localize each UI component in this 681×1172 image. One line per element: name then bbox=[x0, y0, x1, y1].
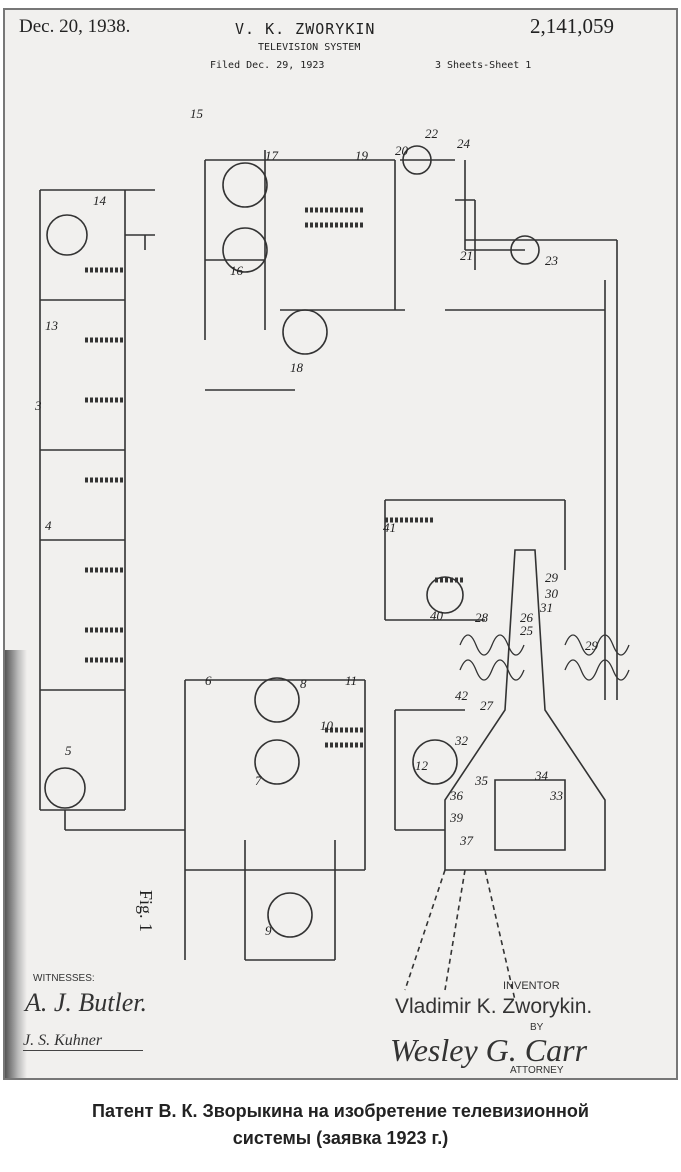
reference-numeral: 41 bbox=[383, 520, 396, 535]
wiring bbox=[39, 150, 618, 1001]
by-label: BY bbox=[530, 1022, 544, 1033]
filed-date: Filed Dec. 29, 1923 bbox=[210, 60, 325, 71]
witnesses-label: WITNESSES: bbox=[33, 973, 95, 984]
reference-numeral: 30 bbox=[544, 586, 559, 601]
vacuum-tubes bbox=[44, 145, 540, 938]
patent-number: 2,141,059 bbox=[530, 14, 614, 38]
reference-numeral: 33 bbox=[549, 788, 564, 803]
patent-inventor: V. K. ZWORYKIN bbox=[235, 20, 376, 38]
reference-numeral: 13 bbox=[45, 318, 59, 333]
reference-numeral: 32 bbox=[454, 733, 469, 748]
reference-numeral: 9 bbox=[265, 923, 272, 938]
figure-caption: Патент В. К. Зворыкина на изобретение те… bbox=[0, 1098, 681, 1152]
patent-title: TELEVISION SYSTEM bbox=[258, 42, 361, 53]
caption-line-1: Патент В. К. Зворыкина на изобретение те… bbox=[92, 1101, 589, 1121]
patent-scan: Dec. 20, 1938. V. K. ZWORYKIN 2,141,059 … bbox=[3, 8, 678, 1080]
reference-numeral: 29 bbox=[545, 570, 559, 585]
reference-numeral: 35 bbox=[474, 773, 489, 788]
reference-numeral: 37 bbox=[459, 833, 474, 848]
witness-2-signature: J. S. Kuhner bbox=[23, 1032, 143, 1051]
reference-numeral: 29 bbox=[585, 638, 599, 653]
reference-numeral: 39 bbox=[449, 810, 464, 825]
reference-numeral: 10 bbox=[320, 718, 334, 733]
caption-line-2: системы (заявка 1923 г.) bbox=[232, 1128, 449, 1148]
reference-numeral: 34 bbox=[534, 768, 549, 783]
inventor-name: Vladimir K. Zworykin. bbox=[395, 995, 593, 1018]
reference-numeral: 24 bbox=[457, 136, 471, 151]
reference-numeral: 22 bbox=[425, 126, 439, 141]
reference-numeral: 17 bbox=[265, 148, 279, 163]
reference-numeral: 12 bbox=[415, 758, 429, 773]
reference-numeral: 42 bbox=[455, 688, 469, 703]
reference-numeral: 28 bbox=[475, 610, 489, 625]
reference-numeral: 23 bbox=[545, 253, 559, 268]
reference-numeral: 19 bbox=[355, 148, 369, 163]
reference-numeral: 3 bbox=[34, 398, 42, 413]
sheet-number: 3 Sheets-Sheet 1 bbox=[435, 60, 532, 71]
reference-numeral: 26 bbox=[520, 610, 534, 625]
inventor-label: INVENTOR bbox=[503, 980, 560, 992]
reference-numeral: 7 bbox=[255, 773, 262, 788]
reference-numeral: 16 bbox=[230, 263, 244, 278]
reference-numeral: 11 bbox=[345, 673, 357, 688]
reference-numeral: 36 bbox=[449, 788, 464, 803]
reference-numeral: 40 bbox=[430, 608, 444, 623]
witness-1-signature: A. J. Butler. bbox=[25, 988, 148, 1017]
attorney-signature: Wesley G. Carr bbox=[390, 1032, 588, 1068]
coils bbox=[85, 207, 630, 748]
patent-date: Dec. 20, 1938. bbox=[19, 16, 131, 37]
reference-numeral: 4 bbox=[45, 518, 52, 533]
reference-numeral: 20 bbox=[395, 143, 409, 158]
reference-numeral: 14 bbox=[93, 193, 107, 208]
reference-numeral: 18 bbox=[290, 360, 304, 375]
reference-numeral: 6 bbox=[205, 673, 212, 688]
reference-numeral: 15 bbox=[190, 106, 204, 121]
binding-shadow bbox=[5, 650, 27, 1078]
reference-numeral: 31 bbox=[539, 600, 553, 615]
reference-numeral: 27 bbox=[480, 698, 494, 713]
reference-numeral: 5 bbox=[65, 743, 72, 758]
reference-numeral: 21 bbox=[460, 248, 473, 263]
figure-label: Fig. 1 bbox=[136, 890, 156, 932]
attorney-label: ATTORNEY bbox=[510, 1065, 564, 1076]
reference-numeral: 8 bbox=[300, 676, 307, 691]
reference-numeral: 25 bbox=[520, 623, 534, 638]
